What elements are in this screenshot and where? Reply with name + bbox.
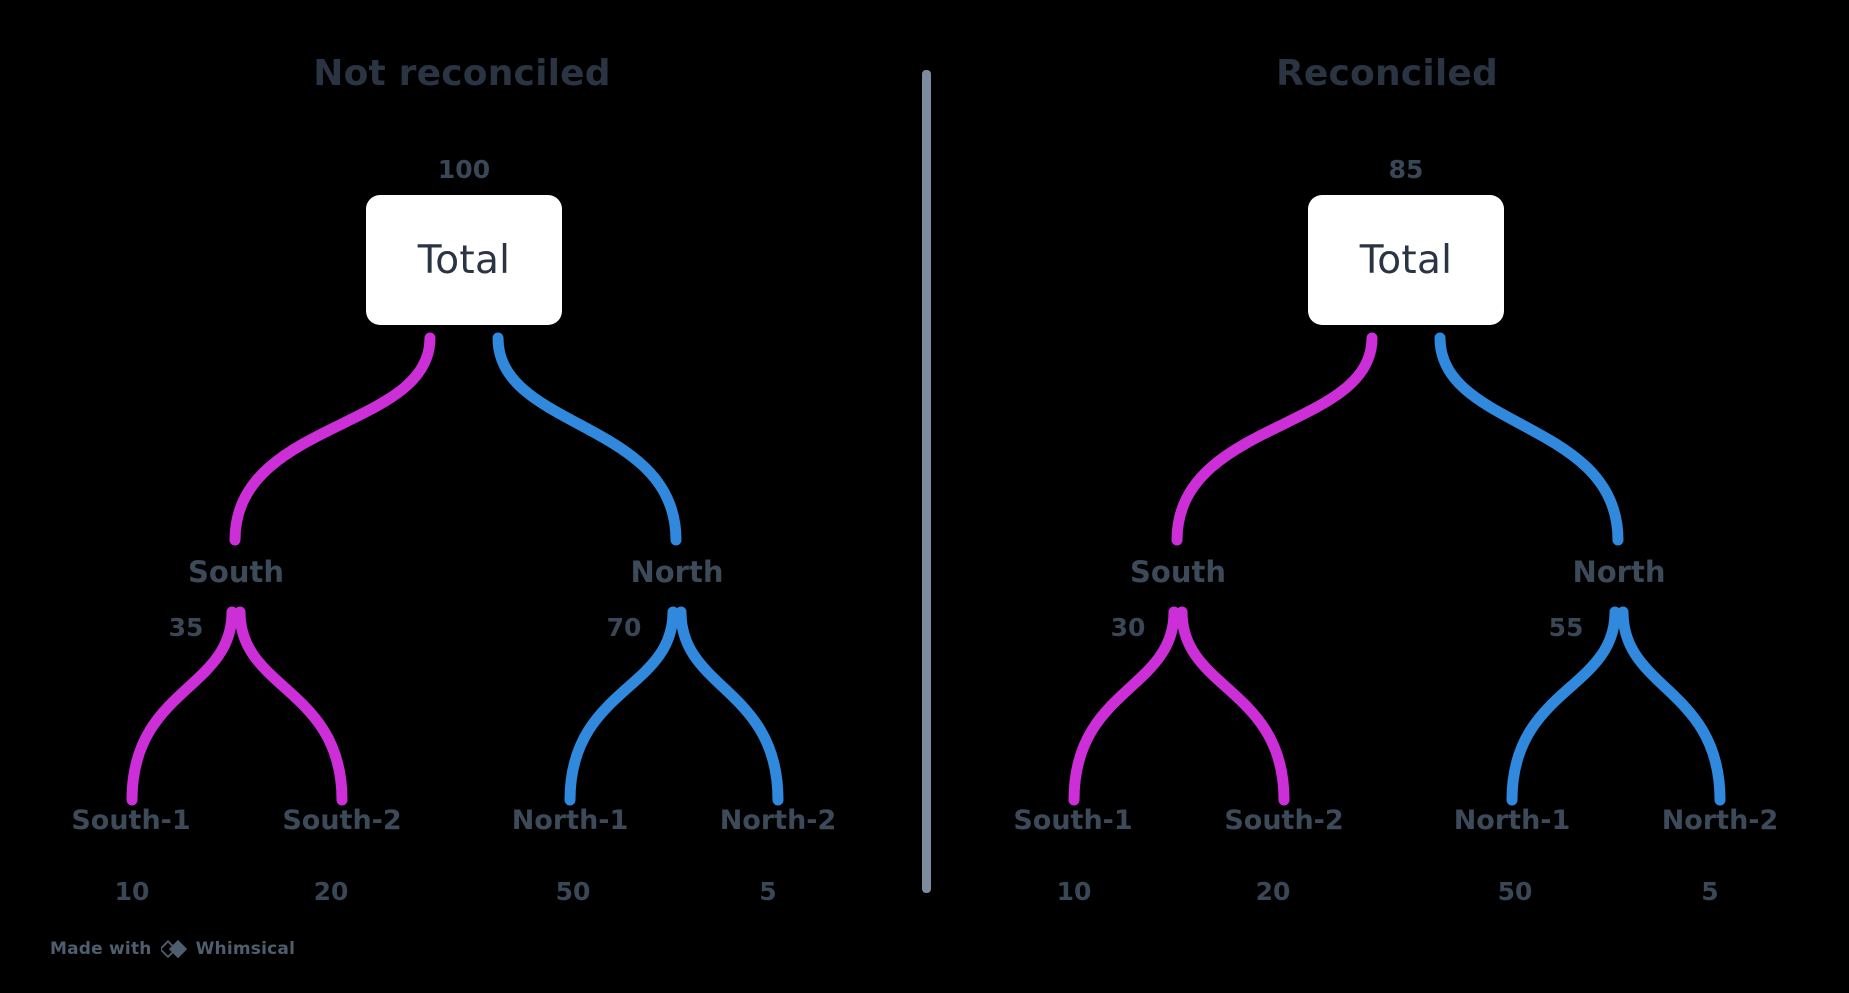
leaf-value-south-1-not-reconciled: 10 xyxy=(114,877,150,906)
root-node-not-reconciled[interactable]: Total xyxy=(366,195,562,325)
leaf-label-north-1-reconciled[interactable]: North-1 xyxy=(1453,805,1571,836)
leaf-label-north-2-reconciled[interactable]: North-2 xyxy=(1661,805,1779,836)
leaf-value-north-1-reconciled: 50 xyxy=(1497,877,1533,906)
leaf-value-south-1-reconciled: 10 xyxy=(1056,877,1092,906)
leaf-label-south-2-reconciled[interactable]: South-2 xyxy=(1224,805,1344,836)
panel-title-reconciled: Reconciled xyxy=(1275,53,1499,94)
branch-value-south-not-reconciled: 35 xyxy=(168,613,204,642)
root-node-label: Total xyxy=(417,237,511,283)
leaf-value-south-2-reconciled: 20 xyxy=(1255,877,1291,906)
leaf-value-north-2-not-reconciled: 5 xyxy=(759,877,777,906)
panel-title-not-reconciled: Not reconciled xyxy=(313,53,611,94)
leaf-label-south-2-not-reconciled[interactable]: South-2 xyxy=(282,805,402,836)
branch-value-north-reconciled: 55 xyxy=(1548,613,1584,642)
panel-not-reconciled: Not reconciled 100 Total South 35 North … xyxy=(0,0,924,993)
branch-value-south-reconciled: 30 xyxy=(1110,613,1146,642)
root-node-reconciled[interactable]: Total xyxy=(1308,195,1504,325)
leaf-value-south-2-not-reconciled: 20 xyxy=(313,877,349,906)
leaf-value-north-2-reconciled: 5 xyxy=(1701,877,1719,906)
leaf-label-north-2-not-reconciled[interactable]: North-2 xyxy=(719,805,837,836)
watermark-brand: Whimsical xyxy=(195,939,296,959)
leaf-label-south-1-reconciled[interactable]: South-1 xyxy=(1013,805,1133,836)
whimsical-diamond-icon xyxy=(158,938,187,960)
branch-label-south-not-reconciled[interactable]: South xyxy=(188,555,284,589)
branch-label-south-reconciled[interactable]: South xyxy=(1130,555,1226,589)
branch-label-north-not-reconciled[interactable]: North xyxy=(630,555,724,589)
watermark-prefix: Made with xyxy=(50,939,152,959)
leaf-value-north-1-not-reconciled: 50 xyxy=(555,877,591,906)
branch-label-north-reconciled[interactable]: North xyxy=(1572,555,1666,589)
whimsical-watermark[interactable]: Made with Whimsical xyxy=(50,938,295,960)
leaf-label-south-1-not-reconciled[interactable]: South-1 xyxy=(71,805,191,836)
panel-divider xyxy=(922,70,931,893)
root-node-label: Total xyxy=(1359,237,1453,283)
leaf-label-north-1-not-reconciled[interactable]: North-1 xyxy=(511,805,629,836)
root-value-reconciled: 85 xyxy=(1388,155,1424,184)
root-value-not-reconciled: 100 xyxy=(437,155,491,184)
panel-reconciled: Reconciled 85 Total South 30 North 55 So… xyxy=(925,0,1849,993)
branch-value-north-not-reconciled: 70 xyxy=(606,613,642,642)
